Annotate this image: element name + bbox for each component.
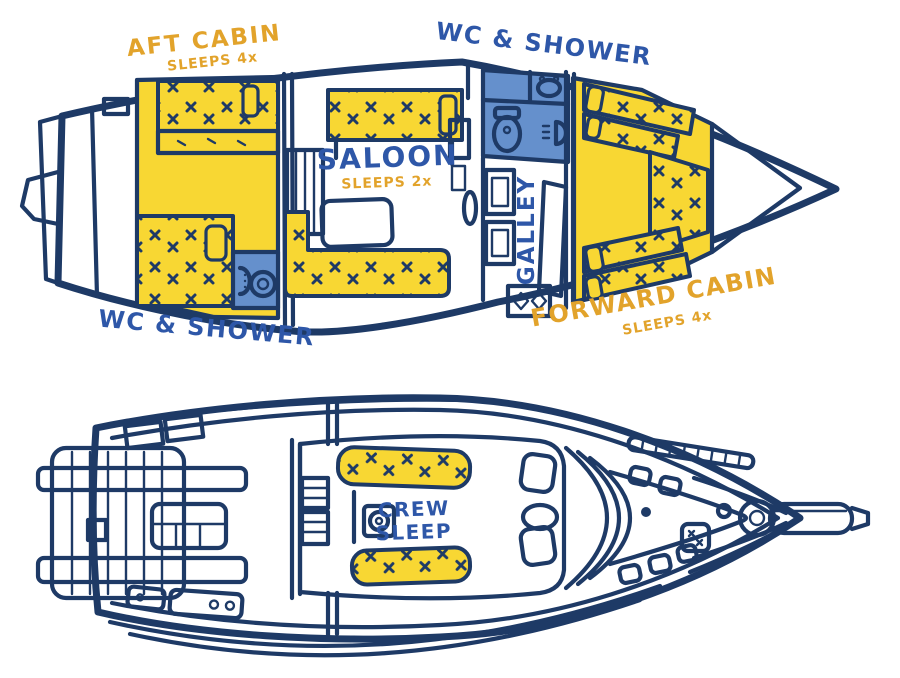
bow-cleat-top-2: [657, 474, 683, 498]
galley-counter-3: [536, 179, 569, 299]
deck-hull-outline: [89, 394, 804, 643]
aft-cabin-bed-top: [156, 79, 280, 133]
stern-cleat-1: [125, 584, 167, 612]
deck-inner-line: [109, 407, 781, 630]
galley-label: GALLEY: [514, 175, 540, 285]
stern-locker-small: [85, 517, 109, 543]
binnacle: [361, 503, 397, 539]
crew-sleep-label-line2: SLEEP: [375, 519, 452, 546]
cockpit-cushion-bottom: [349, 545, 473, 587]
stern-cleat-2: [167, 587, 245, 621]
bulkhead-forward: [563, 69, 577, 311]
fwd-bunk-bottom-2: [582, 252, 692, 302]
stove-icon: [505, 283, 553, 319]
bow-cleat-bottom-1: [617, 562, 643, 586]
companionway-hatch: [299, 475, 331, 547]
aft-wc-room: [230, 249, 281, 311]
nav-locker: [447, 117, 472, 161]
saloon-sofa: [283, 210, 451, 298]
galley: [480, 155, 569, 319]
cockpit-cushion-top: [335, 445, 473, 490]
galley-counter-2: [483, 219, 517, 267]
cabin-window-bottom: [518, 525, 558, 567]
bow-vee-line: [709, 121, 803, 255]
saloon-label: SALOON: [316, 139, 459, 177]
aft-bed-pillow-bottom: [204, 224, 228, 262]
crew-sleep-label-line1: CREW: [377, 496, 450, 522]
fwd-bunk-vee: [648, 150, 710, 252]
windlass: [679, 521, 712, 554]
toilet-icon-forward: [491, 105, 523, 154]
saloon: [283, 59, 479, 298]
fwd-bunk-bottom-1: [582, 226, 684, 274]
swim-platform: [35, 445, 249, 601]
windshield-arcs: [563, 445, 633, 591]
deck-fitting-circle: [715, 502, 733, 520]
cabin-porthole: [520, 502, 560, 532]
aft-bed-pillow-top: [241, 84, 260, 118]
deck-fitting-dot: [641, 507, 651, 517]
fwd-bunk-top-1: [582, 82, 696, 136]
grab-rail: [626, 435, 756, 471]
bowsprit: [737, 498, 871, 538]
cockpit-coaming: [297, 434, 567, 601]
saloon-sublabel: SLEEPS 2x: [341, 173, 433, 192]
forward-cabin: [563, 69, 803, 311]
cockpit: [289, 434, 567, 601]
stern-deck: [37, 96, 131, 299]
saloon-table: [319, 197, 395, 249]
deck-plan: CREW SLEEP: [35, 394, 871, 658]
mast-base: [461, 189, 479, 227]
boom-gallows-posts: [325, 397, 340, 638]
rub-rail-lines: [107, 522, 793, 658]
forward-wc-room: [480, 67, 571, 165]
transom-step: [19, 169, 61, 227]
shower-icon: [237, 265, 252, 297]
bow-cleat-bottom-2: [647, 552, 673, 576]
galley-counter-1: [483, 167, 517, 217]
deck-hatch-1: [122, 419, 166, 451]
deck-hatch-2: [162, 412, 206, 444]
cabin-window-top: [518, 452, 558, 494]
aft-cabin: [134, 74, 281, 321]
sink-icon: [535, 75, 563, 99]
interior-plan: AFT CABIN SLEEPS 4x WC & SHOWER SALOON S…: [19, 17, 840, 351]
foredeck: [617, 435, 871, 586]
bow-cleat-top-1: [627, 464, 653, 488]
aft-deck-box: [149, 501, 229, 551]
